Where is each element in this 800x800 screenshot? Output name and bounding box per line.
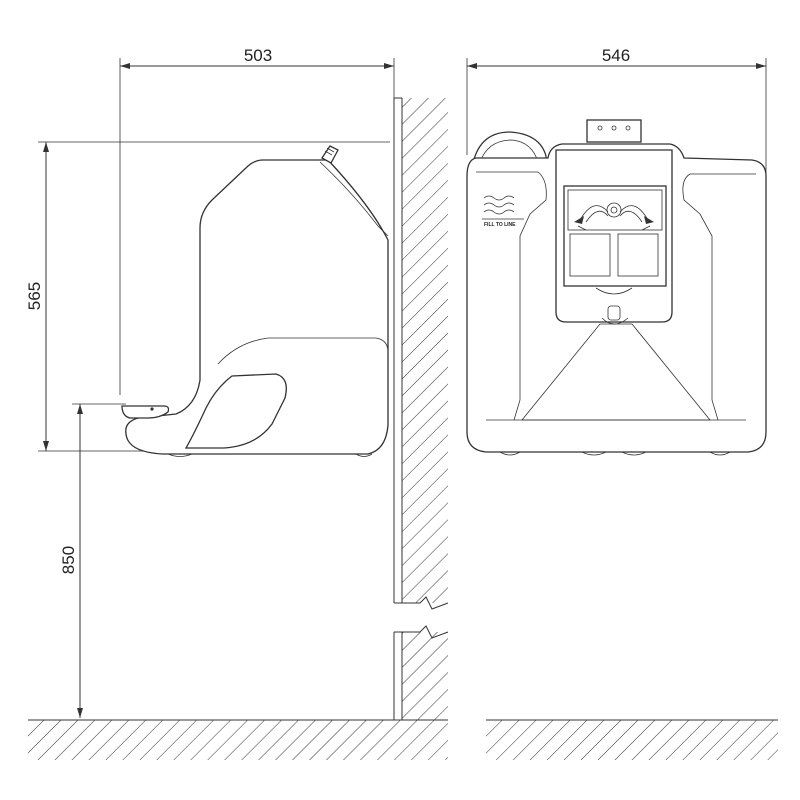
fill-line-label: FILL TO LINE	[484, 222, 516, 228]
dimension-mount-height: 850	[59, 403, 126, 718]
side-view: 503 565 850	[25, 46, 449, 760]
dim-label-565: 565	[25, 282, 44, 310]
floor-right	[486, 719, 778, 760]
dimension-side-width: 503	[119, 46, 395, 395]
front-view: 546	[466, 46, 778, 760]
dim-label-503: 503	[244, 46, 272, 65]
dim-label-546: 546	[602, 46, 630, 65]
instruction-label	[563, 185, 667, 287]
eyewash-front-profile: FILL TO LINE	[466, 119, 767, 456]
wall	[393, 97, 449, 720]
dimension-side-height: 565	[25, 141, 390, 452]
floor-left	[28, 719, 448, 760]
dim-label-850: 850	[59, 546, 78, 574]
dimension-front-width: 546	[466, 46, 767, 180]
eyewash-side-profile	[121, 145, 389, 457]
wall-bracket	[586, 119, 642, 143]
